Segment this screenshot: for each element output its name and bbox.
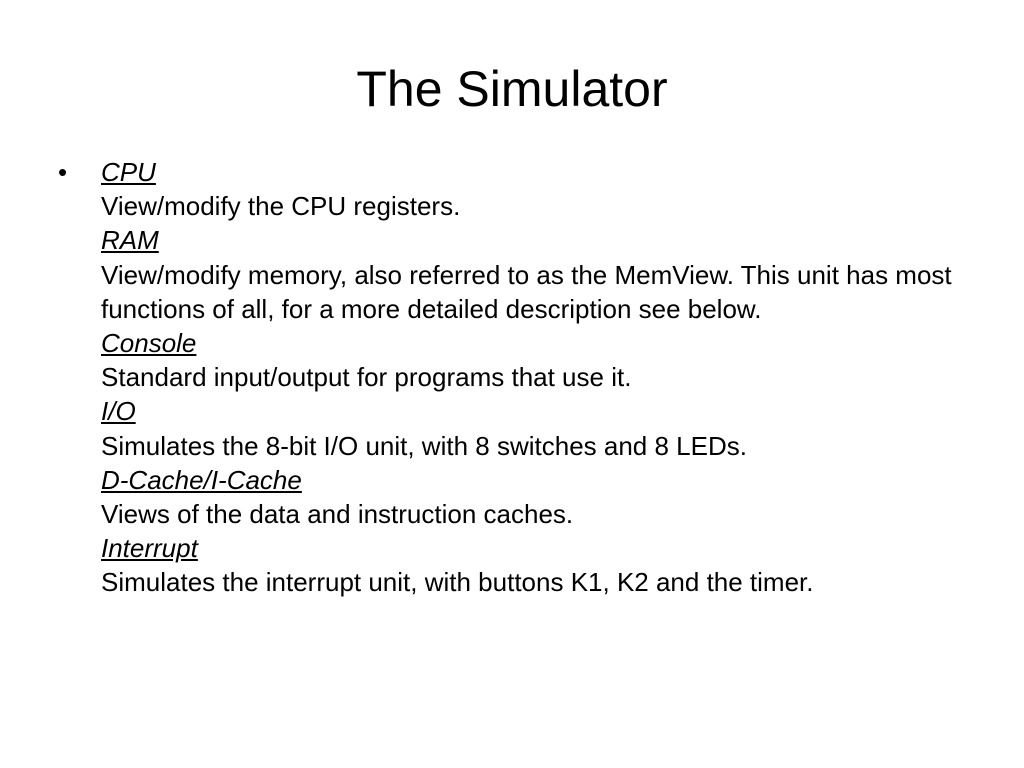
- item-name-interrupt: Interrupt: [101, 533, 198, 564]
- item-desc-cache: Views of the data and instruction caches…: [101, 499, 574, 530]
- item-desc-cpu: View/modify the CPU registers.: [101, 191, 461, 222]
- bullet-marker: •: [58, 157, 68, 187]
- bullet-list: • CPU View/modify the CPU registers. RAM…: [58, 155, 958, 600]
- item-name-cpu: CPU: [101, 157, 156, 187]
- item-name-cache: D-Cache/I-Cache: [101, 464, 302, 495]
- item-desc-io: Simulates the 8-bit I/O unit, with 8 swi…: [101, 430, 747, 461]
- item-desc-console: Standard input/output for programs that …: [101, 362, 632, 393]
- bullet-item: CPU View/modify the CPU registers. RAM V…: [101, 155, 958, 600]
- item-name-ram: RAM: [101, 225, 159, 256]
- item-name-console: Console: [101, 328, 197, 359]
- slide-title: The Simulator: [356, 61, 668, 117]
- item-desc-ram: View/modify memory, also referred to as …: [101, 259, 952, 324]
- item-name-io: I/O: [101, 396, 136, 427]
- item-desc-interrupt: Simulates the interrupt unit, with butto…: [101, 567, 814, 598]
